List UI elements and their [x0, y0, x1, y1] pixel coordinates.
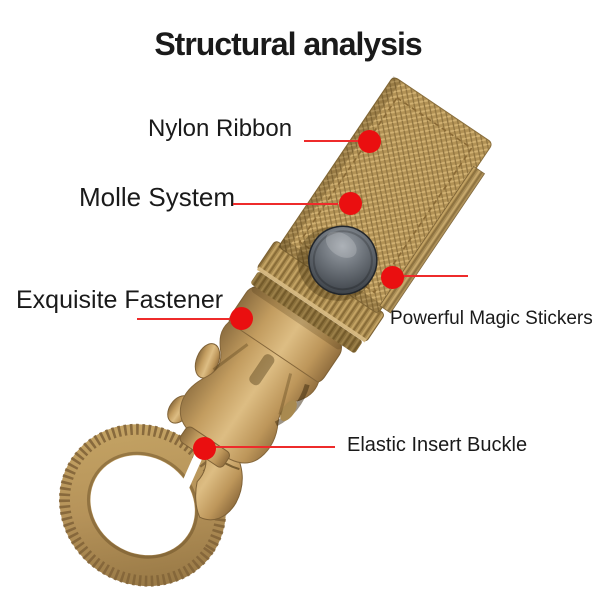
annotation-dot	[358, 130, 381, 153]
webbing-wrap	[251, 241, 384, 353]
annotation-label-nylon-ribbon: Nylon Ribbon	[148, 115, 293, 142]
page-title: Structural analysis	[154, 26, 422, 62]
annotation-line	[402, 275, 468, 277]
annotation-line	[137, 318, 230, 320]
annotation-line	[233, 203, 338, 205]
annotation-dot	[381, 266, 404, 289]
annotation-dot	[193, 437, 216, 460]
annotation-line	[304, 140, 360, 142]
metal-snap-button	[297, 225, 378, 301]
annotation-label-exquisite-fastener: Exquisite Fastener	[16, 286, 224, 314]
annotation-line	[214, 446, 335, 448]
annotation-label-molle-system: Molle System	[79, 182, 236, 212]
annotation-dot	[339, 192, 362, 215]
annotation-label-powerful-magic-stickers: Powerful Magic Stickers	[390, 308, 593, 329]
annotation-dot	[230, 307, 253, 330]
annotation-label-elastic-insert-buckle: Elastic Insert Buckle	[347, 434, 528, 456]
